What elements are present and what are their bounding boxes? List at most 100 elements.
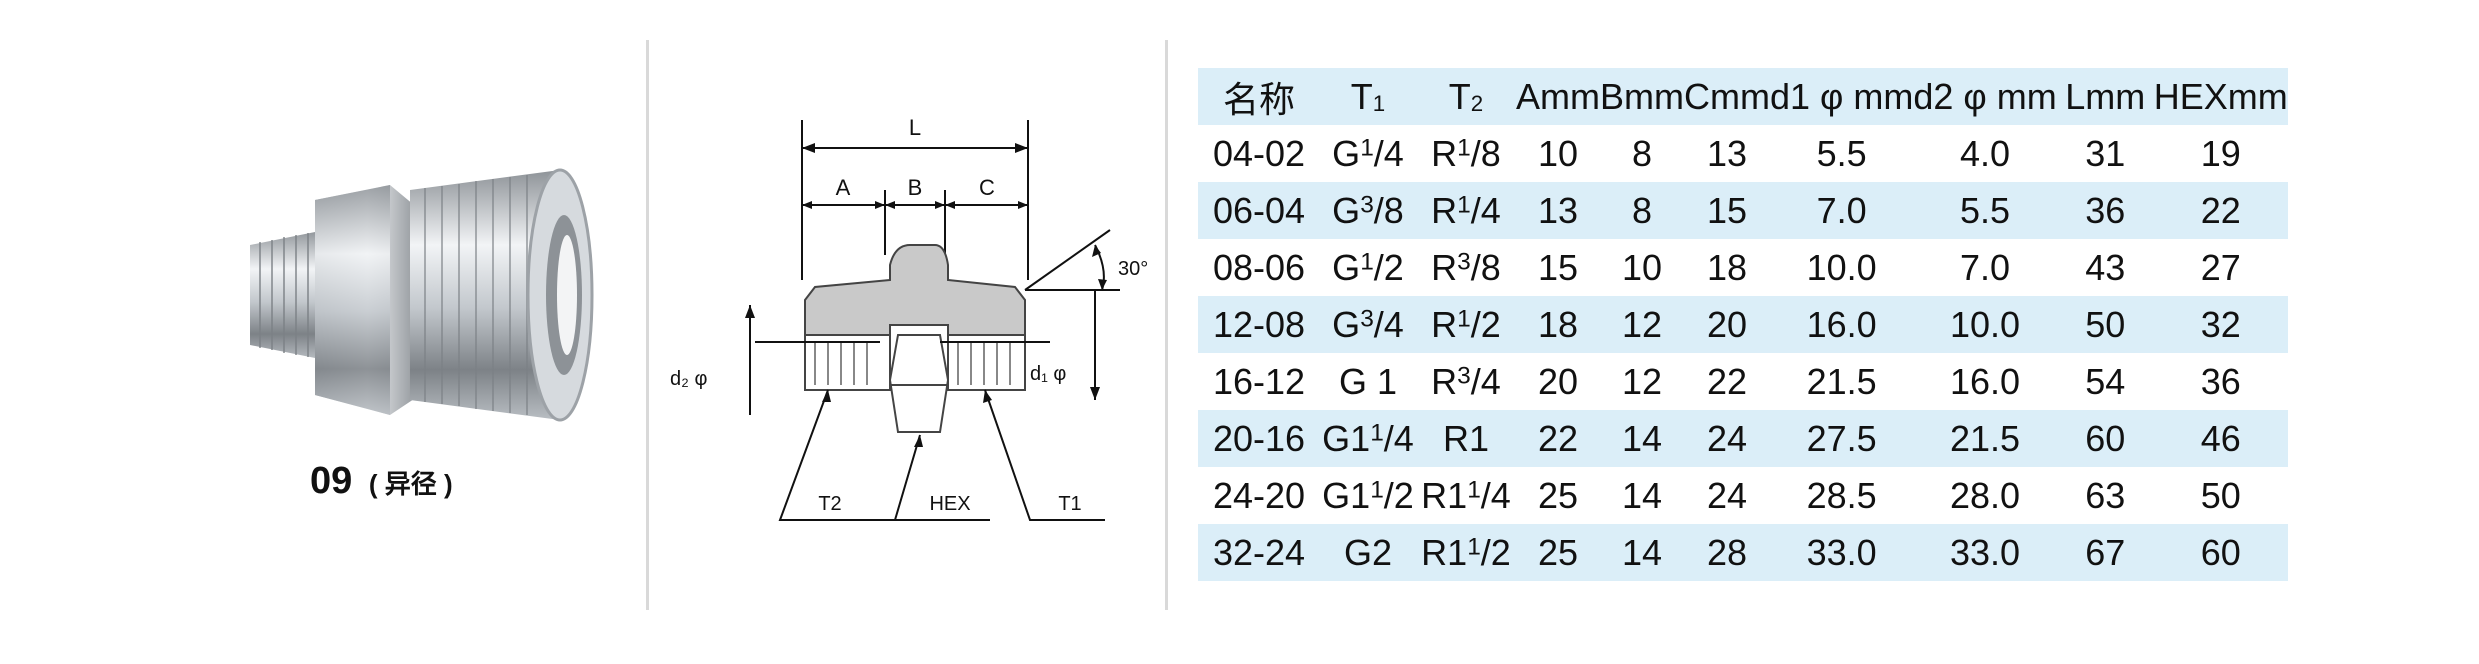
- table-cell: G11/2: [1322, 474, 1414, 516]
- label-angle: 30°: [1118, 258, 1148, 280]
- table-cell: 20: [1537, 360, 1579, 402]
- table-cell: 27: [2200, 246, 2241, 288]
- product-subtitle: ( 异径 ): [368, 469, 453, 499]
- table-cell: 28.5: [1806, 474, 1877, 516]
- table-cell: 14: [1621, 531, 1663, 573]
- table-cell: 12: [1621, 360, 1663, 402]
- label-d1: d₁ φ: [1030, 363, 1066, 385]
- table-cell: 16.0: [1950, 360, 2021, 402]
- table-cell: 28: [1706, 531, 1748, 573]
- fraction-numerator: 1: [1467, 533, 1481, 561]
- table-cell: 22: [1537, 417, 1579, 459]
- table-header-cell: d2 φ mm: [1913, 75, 2057, 117]
- table-cell: 13: [1706, 132, 1748, 174]
- table-cell: G 1: [1338, 360, 1398, 402]
- table-cell: R11/2: [1421, 531, 1511, 573]
- table-cell: 31: [2085, 132, 2126, 174]
- table-cell: 50: [2085, 303, 2126, 345]
- table-cell: R1/2: [1431, 303, 1501, 345]
- fraction-numerator: 1: [1370, 476, 1384, 504]
- table-header-cell: Lmm: [2065, 75, 2146, 117]
- table-cell: 60: [2200, 531, 2241, 573]
- table-cell: 25: [1537, 474, 1579, 516]
- table-cell: G3/8: [1332, 189, 1404, 231]
- dimension-drawing: L A B C 30° d₂ φ d₁ φ T2 HEX: [670, 115, 1148, 521]
- table-cell: 8: [1631, 132, 1653, 174]
- table-cell: G2: [1343, 531, 1393, 573]
- table-cell: 36: [2200, 360, 2241, 402]
- table-header-cell: HEXmm: [2153, 75, 2288, 117]
- table-cell: 21.5: [1950, 417, 2021, 459]
- table-cell: 5.5: [1960, 189, 2011, 231]
- fitting-photo: [250, 168, 594, 422]
- table-header-cell: T2: [1448, 75, 1484, 117]
- table-cell: 7.0: [1960, 246, 2011, 288]
- table-cell: 24: [1706, 474, 1748, 516]
- table-cell: 20-16: [1212, 417, 1306, 459]
- label-HEX: HEX: [929, 493, 970, 515]
- table-cell: 63: [2085, 474, 2126, 516]
- table-cell: G1/4: [1332, 132, 1404, 174]
- divider-left: [646, 40, 649, 610]
- table-cell: G11/4: [1322, 417, 1414, 459]
- table-cell: 7.0: [1816, 189, 1867, 231]
- fraction-numerator: 3: [1457, 248, 1471, 276]
- table-cell: 12-08: [1212, 303, 1306, 345]
- table-cell: 04-02: [1212, 132, 1306, 174]
- label-T2: T2: [818, 493, 841, 515]
- table-cell: 06-04: [1212, 189, 1306, 231]
- table-cell: 14: [1621, 474, 1663, 516]
- table-header-cell: 名称: [1222, 78, 1295, 120]
- table-cell: 46: [2200, 417, 2241, 459]
- table-cell: 36: [2085, 189, 2126, 231]
- table-header-cell: T1: [1350, 75, 1386, 117]
- table-cell: 27.5: [1806, 417, 1877, 459]
- product-code: 09: [310, 460, 353, 502]
- table-cell: 50: [2200, 474, 2241, 516]
- table-cell: 33.0: [1806, 531, 1877, 573]
- table-cell: G3/4: [1332, 303, 1404, 345]
- divider-right: [1165, 40, 1168, 610]
- table-cell: 28.0: [1950, 474, 2021, 516]
- table-cell: 16-12: [1212, 360, 1306, 402]
- table-cell: 24: [1706, 417, 1748, 459]
- table-cell: 60: [2085, 417, 2126, 459]
- product-caption: 09 ( 异径 ): [310, 460, 453, 503]
- table-cell: 13: [1537, 189, 1579, 231]
- label-A: A: [836, 175, 851, 200]
- table-cell: G1/2: [1332, 246, 1404, 288]
- table-cell: 22: [2200, 189, 2241, 231]
- label-L: L: [909, 115, 921, 140]
- table-cell: 67: [2085, 531, 2126, 573]
- table-cell: 22: [1706, 360, 1748, 402]
- table-cell: 18: [1706, 246, 1748, 288]
- table-cell: 32: [2200, 303, 2241, 345]
- fraction-numerator: 3: [1360, 191, 1374, 219]
- fraction-numerator: 1: [1457, 191, 1471, 219]
- table-cell: 19: [2200, 132, 2241, 174]
- header-subscript: 2: [1470, 90, 1484, 116]
- table-cell: 33.0: [1950, 531, 2021, 573]
- table-cell: 10.0: [1806, 246, 1877, 288]
- table-cell: R1: [1442, 417, 1490, 459]
- table-cell: R1/4: [1431, 189, 1501, 231]
- table-cell: R1/8: [1431, 132, 1501, 174]
- table-cell: 18: [1537, 303, 1579, 345]
- table-cell: 12: [1621, 303, 1663, 345]
- fraction-numerator: 1: [1457, 134, 1471, 162]
- table-cell: 24-20: [1212, 474, 1306, 516]
- header-subscript: 1: [1372, 90, 1386, 116]
- table-cell: 15: [1537, 246, 1579, 288]
- table-cell: 10: [1621, 246, 1663, 288]
- table-header-cell: Cmm: [1684, 75, 1770, 117]
- table-cell: 5.5: [1816, 132, 1867, 174]
- label-d2: d₂ φ: [670, 368, 707, 390]
- table-cell: 14: [1621, 417, 1663, 459]
- table-header-cell: Bmm: [1600, 75, 1684, 117]
- table-cell: 08-06: [1212, 246, 1306, 288]
